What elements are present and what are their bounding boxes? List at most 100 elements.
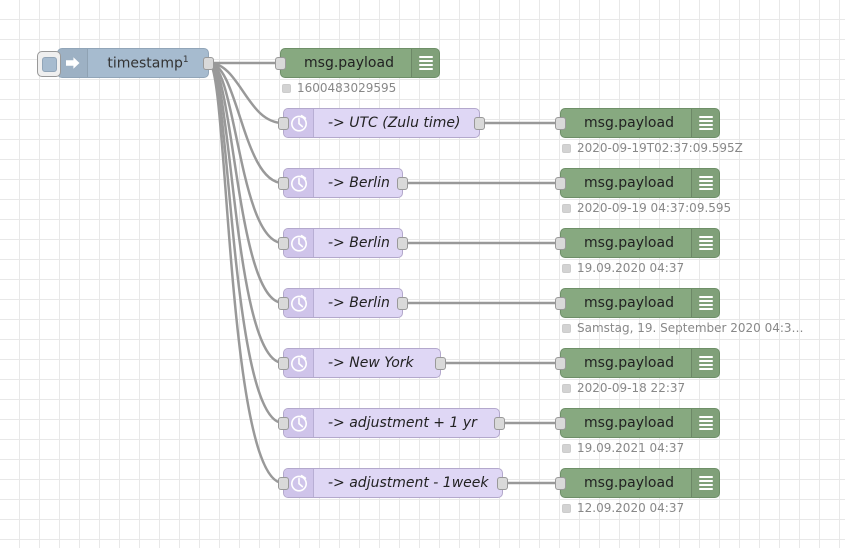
debug-node-label-2: msg.payload: [584, 175, 674, 191]
debug-node-3[interactable]: msg.payload: [555, 228, 735, 258]
inject-label-superscript: 1: [182, 54, 189, 65]
moment-node-2[interactable]: -> Berlin: [278, 168, 408, 198]
moment-input-port-2[interactable]: [278, 177, 289, 190]
moment-output-port-6[interactable]: [494, 417, 505, 430]
debug-node-2[interactable]: msg.payload: [555, 168, 735, 198]
hamburger-icon: [691, 169, 719, 197]
moment-node-label-1: -> UTC (Zulu time): [328, 115, 461, 131]
inject-node[interactable]: timestamp1: [37, 48, 214, 78]
status-dot-2: [562, 203, 571, 213]
moment-output-port-1[interactable]: [474, 117, 485, 130]
debug-node-7[interactable]: msg.payload: [555, 468, 735, 498]
moment-input-port-6[interactable]: [278, 417, 289, 430]
debug-toggle-inner-1: [719, 116, 732, 133]
status-text-0: 1600483029595: [297, 81, 397, 95]
status-dot-7: [562, 503, 571, 513]
moment-input-port-3[interactable]: [278, 237, 289, 250]
status-text-5: 2020-09-18 22:37: [577, 381, 686, 395]
clock-icon: [284, 409, 314, 437]
hamburger-icon: [411, 49, 439, 77]
moment-node-7[interactable]: -> adjustment - 1week: [278, 468, 508, 498]
debug-toggle-inner-5: [719, 356, 732, 373]
moment-node-label-7: -> adjustment - 1week: [328, 475, 489, 491]
moment-input-port-5[interactable]: [278, 357, 289, 370]
moment-output-port-5[interactable]: [435, 357, 446, 370]
moment-input-port-7[interactable]: [278, 477, 289, 490]
debug-toggle-inner-6: [719, 416, 732, 433]
status-text-7: 12.09.2020 04:37: [577, 501, 685, 515]
hamburger-icon: [691, 469, 719, 497]
moment-node-5[interactable]: -> New York: [278, 348, 446, 378]
inject-trigger-button[interactable]: [37, 51, 61, 77]
debug-node-label-3: msg.payload: [584, 235, 674, 251]
clock-icon: [284, 469, 314, 497]
debug-status-3: 19.09.2020 04:37: [562, 261, 684, 275]
debug-node-1[interactable]: msg.payload: [555, 108, 735, 138]
debug-input-port-4[interactable]: [555, 297, 566, 310]
debug-node-label-5: msg.payload: [584, 355, 674, 371]
debug-status-6: 19.09.2021 04:37: [562, 441, 684, 455]
debug-node-5[interactable]: msg.payload: [555, 348, 735, 378]
wire-inject-to-moment-1: [207, 61, 285, 125]
hamburger-icon: [691, 349, 719, 377]
hamburger-icon: [691, 409, 719, 437]
debug-toggle-inner-7: [719, 476, 732, 493]
clock-icon: [284, 289, 314, 317]
moment-node-4[interactable]: -> Berlin: [278, 288, 408, 318]
debug-status-5: 2020-09-18 22:37: [562, 381, 685, 395]
clock-icon: [284, 109, 314, 137]
debug-node-0[interactable]: msg.payload: [275, 48, 440, 78]
status-dot-1: [562, 143, 571, 153]
debug-input-port-1[interactable]: [555, 117, 566, 130]
debug-node-label-1: msg.payload: [584, 115, 674, 131]
status-text-4: Samstag, 19. September 2020 04:3…: [577, 321, 804, 335]
debug-toggle-inner-2: [719, 176, 732, 193]
moment-output-port-7[interactable]: [497, 477, 508, 490]
status-dot-5: [562, 383, 571, 393]
debug-node-label-4: msg.payload: [584, 295, 674, 311]
wire-inject-to-moment-6: [207, 61, 285, 425]
inject-output-port[interactable]: [203, 57, 214, 70]
debug-input-port-3[interactable]: [555, 237, 566, 250]
debug-input-port-5[interactable]: [555, 357, 566, 370]
moment-node-1[interactable]: -> UTC (Zulu time): [278, 108, 485, 138]
wire-inject-to-moment-3: [207, 61, 285, 245]
wire-inject-to-moment-7: [207, 61, 285, 485]
moment-node-label-6: -> adjustment + 1 yr: [328, 415, 477, 431]
wire-inject-to-moment-5: [207, 61, 285, 365]
moment-input-port-4[interactable]: [278, 297, 289, 310]
debug-node-label-0: msg.payload: [304, 55, 394, 71]
status-text-3: 19.09.2020 04:37: [577, 261, 685, 275]
debug-input-port-0[interactable]: [275, 57, 286, 70]
moment-node-label-4: -> Berlin: [328, 295, 390, 311]
arrow-right-icon: [58, 49, 88, 77]
debug-input-port-7[interactable]: [555, 477, 566, 490]
inject-node-label: timestamp1: [88, 55, 208, 72]
wire-inject-to-moment-4: [207, 61, 285, 305]
debug-status-7: 12.09.2020 04:37: [562, 501, 684, 515]
moment-node-label-5: -> New York: [328, 355, 414, 371]
hamburger-icon: [691, 289, 719, 317]
status-text-1: 2020-09-19T02:37:09.595Z: [577, 141, 743, 155]
moment-node-3[interactable]: -> Berlin: [278, 228, 408, 258]
debug-status-1: 2020-09-19T02:37:09.595Z: [562, 141, 743, 155]
status-dot-4: [562, 323, 571, 333]
debug-node-4[interactable]: msg.payload: [555, 288, 735, 318]
status-dot-0: [282, 83, 291, 93]
debug-toggle-inner-3: [719, 236, 732, 253]
moment-input-port-1[interactable]: [278, 117, 289, 130]
moment-node-label-3: -> Berlin: [328, 235, 390, 251]
clock-icon: [284, 349, 314, 377]
moment-output-port-3[interactable]: [397, 237, 408, 250]
moment-output-port-2[interactable]: [397, 177, 408, 190]
debug-input-port-6[interactable]: [555, 417, 566, 430]
debug-status-0: 1600483029595: [282, 81, 396, 95]
moment-output-port-4[interactable]: [397, 297, 408, 310]
clock-icon: [284, 229, 314, 257]
debug-node-6[interactable]: msg.payload: [555, 408, 735, 438]
status-dot-3: [562, 263, 571, 273]
moment-node-6[interactable]: -> adjustment + 1 yr: [278, 408, 505, 438]
debug-input-port-2[interactable]: [555, 177, 566, 190]
